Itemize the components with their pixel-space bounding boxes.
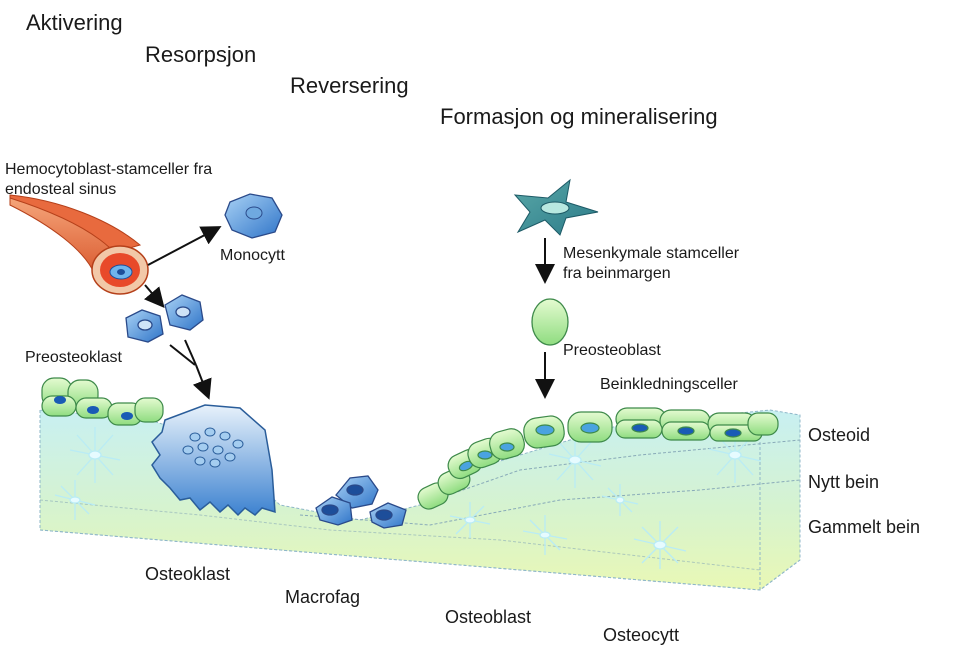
osteoclast-cell xyxy=(151,404,276,517)
lining-cells-left xyxy=(41,377,164,426)
osteocyte-label: Osteocytt xyxy=(603,625,680,645)
new-bone-label: Nytt bein xyxy=(808,472,880,492)
mesenchymal-label: Mesenkymale stamceller fra beinmargen xyxy=(563,245,740,282)
osteocyte-cells xyxy=(54,427,762,569)
arrows xyxy=(144,226,555,400)
osteoblast-label: Osteoblast xyxy=(445,607,532,627)
preosteoclast-cells xyxy=(125,294,204,343)
lining-cells-label: Beinkledningsceller xyxy=(600,376,738,393)
blood-vessel xyxy=(9,194,149,295)
phase-reversal: Reversering xyxy=(290,73,409,98)
macrophage-cells xyxy=(315,475,407,529)
old-bone-label: Gammelt bein xyxy=(808,517,921,537)
phase-formation: Formasjon og mineralisering xyxy=(440,104,718,129)
osteoclast-label: Osteoklast xyxy=(145,564,231,584)
osteoblast-cells xyxy=(417,407,779,510)
preosteoblast-label: Preosteoblast xyxy=(563,342,661,359)
osteoid-label: Osteoid xyxy=(808,425,871,445)
monocyte-cell xyxy=(224,193,283,239)
phase-resorption: Resorpsjon xyxy=(145,42,257,67)
hemocytoblast-label: Hemocytoblast-stamceller fra endosteal s… xyxy=(5,161,213,198)
preosteoblast-cell xyxy=(531,298,569,346)
phase-activation: Aktivering xyxy=(26,10,123,35)
preosteoclast-label: Preosteoklast xyxy=(25,349,122,366)
macrophage-label: Macrofag xyxy=(285,587,361,607)
mesenchymal-stem-cell xyxy=(513,178,599,236)
monocyte-label: Monocytt xyxy=(220,247,285,264)
